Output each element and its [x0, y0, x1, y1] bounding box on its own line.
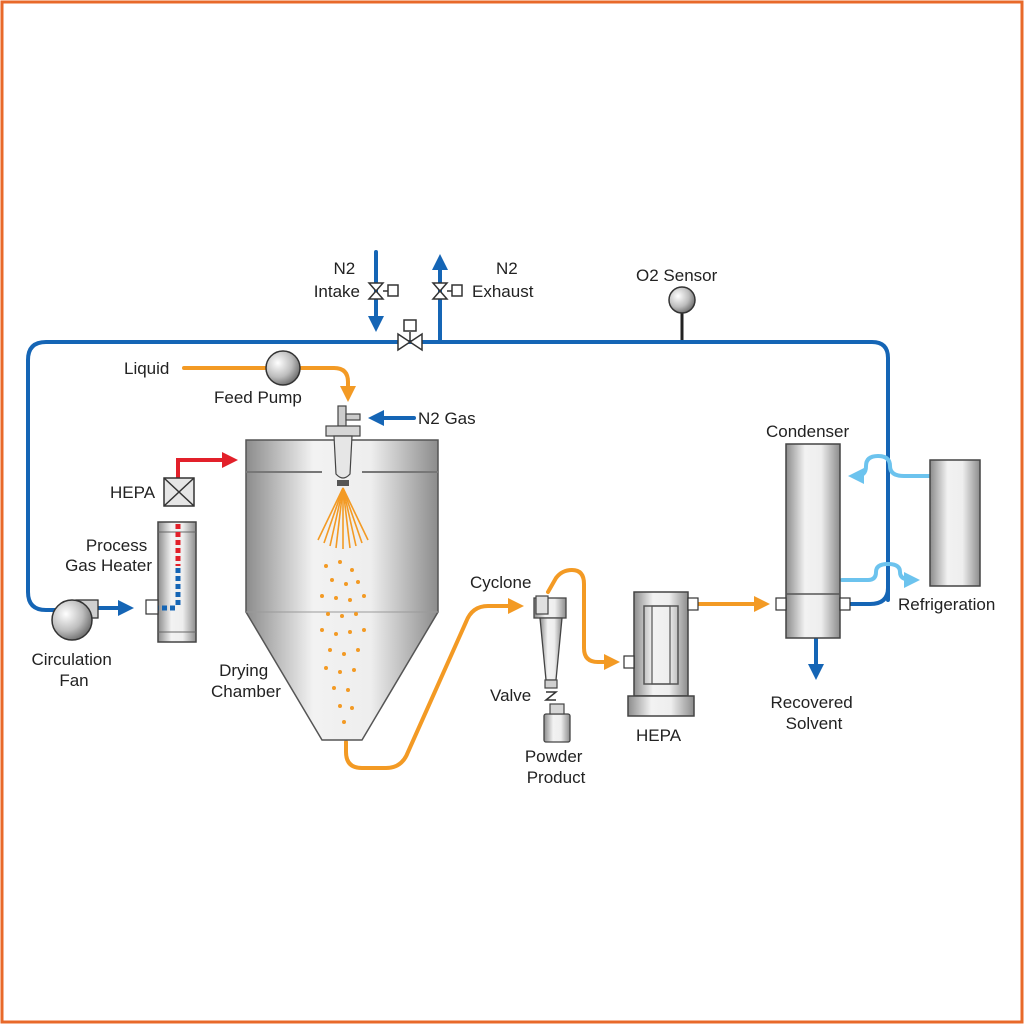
refrigeration-label: Refrigeration	[898, 595, 995, 614]
condenser-label: Condenser	[766, 422, 850, 441]
n2-exhaust-valve[interactable]	[431, 282, 463, 300]
powder-product-label: Powder Product	[525, 747, 587, 787]
drying-chamber	[245, 405, 439, 741]
gas-loop	[26, 250, 890, 680]
cyclone	[533, 595, 571, 743]
n2-intake-valve[interactable]	[367, 282, 399, 300]
powder-product-container	[543, 713, 571, 743]
hepa-inlet-label: HEPA	[110, 483, 156, 502]
hepa-outlet-label: HEPA	[636, 726, 682, 745]
discharge-valve	[543, 691, 559, 701]
coolant-return	[840, 561, 920, 588]
liquid-lines	[182, 366, 770, 770]
loop-bypass-valve[interactable]	[397, 319, 423, 352]
process-gas-heater-label: Process Gas Heater	[65, 536, 152, 575]
coolant-supply	[848, 453, 932, 484]
cyclone-to-hepa-pipe	[546, 568, 620, 670]
valve-label: Valve	[490, 686, 531, 705]
hepa-outlet-filter	[623, 591, 699, 717]
circulation-fan	[51, 599, 99, 641]
liquid-label: Liquid	[124, 359, 169, 378]
o2-sensor	[668, 286, 696, 340]
hot-gas-pipe	[176, 452, 238, 480]
n2-exhaust-label: N2 Exhaust	[472, 259, 534, 301]
cyclone-label: Cyclone	[470, 573, 531, 592]
pump-to-nozzle-pipe	[296, 366, 356, 402]
refrigeration-unit	[929, 459, 981, 587]
n2-gas-label: N2 Gas	[418, 409, 476, 428]
o2-sensor-label: O2 Sensor	[636, 266, 718, 285]
recovered-solvent-label: Recovered Solvent	[771, 693, 858, 733]
condenser	[775, 443, 851, 639]
n2-intake-label: N2 Intake	[314, 259, 360, 301]
circulation-fan-label: Circulation Fan	[31, 650, 116, 690]
droplets	[320, 560, 366, 724]
drying-chamber-label: Drying Chamber	[211, 661, 281, 701]
coolant-lines	[840, 453, 932, 588]
feed-pump	[265, 350, 301, 386]
hepa-inlet-filter	[163, 477, 195, 507]
process-gas-heater	[145, 521, 197, 643]
chamber-to-cyclone-pipe	[344, 598, 524, 770]
feed-pump-label: Feed Pump	[214, 388, 302, 407]
spray-cone	[317, 487, 369, 549]
